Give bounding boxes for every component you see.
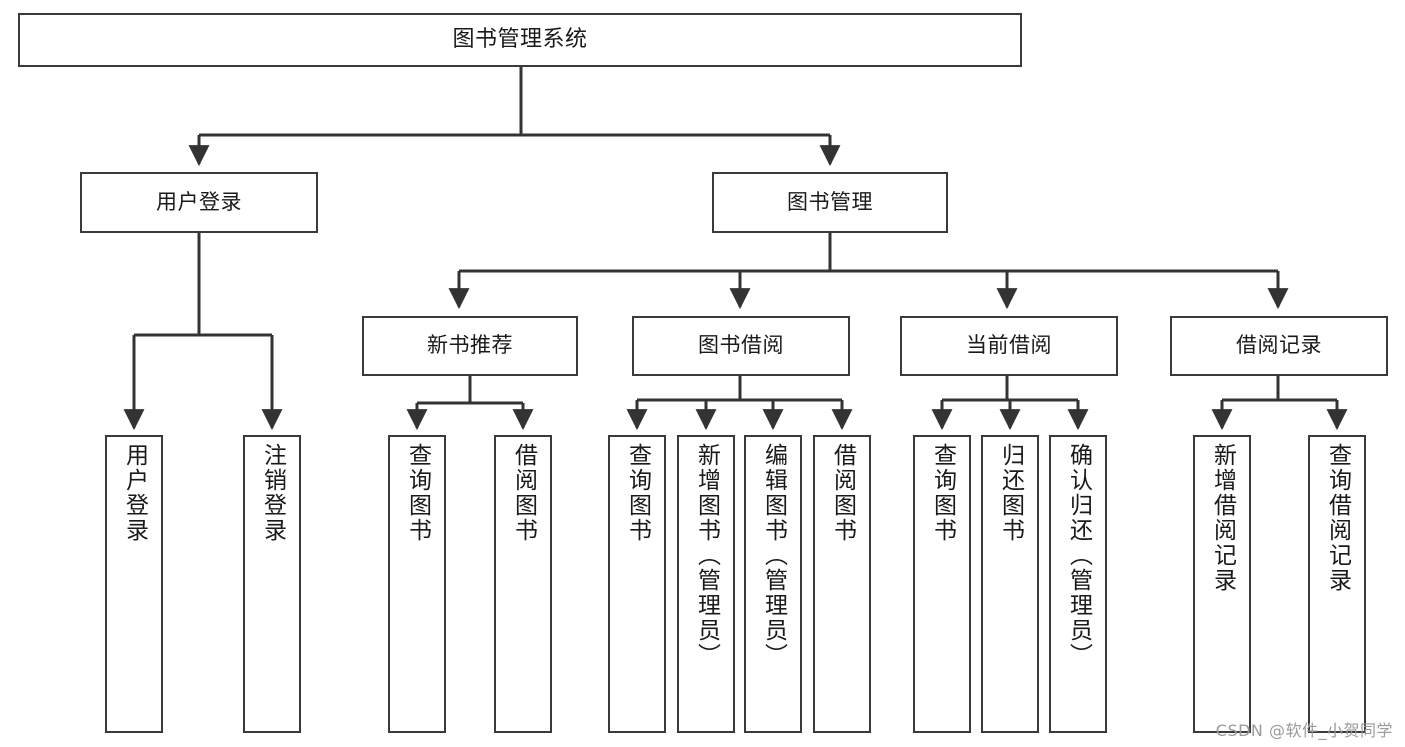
node-user-login-label: 用户登录 — [156, 189, 242, 214]
node-root-system[interactable]: 图书管理系统 — [18, 13, 1022, 67]
node-current-borrow-label: 当前借阅 — [966, 333, 1052, 358]
node-user-login[interactable]: 用户登录 — [80, 172, 318, 233]
node-leaf-add-borrow-record[interactable]: 新增借阅记录 — [1193, 435, 1251, 733]
node-leaf-user-login-label: 用户登录 — [121, 443, 148, 543]
node-leaf-edit-book[interactable]: 编辑图书（管理员） — [744, 435, 802, 733]
node-book-manage-label: 图书管理 — [787, 189, 873, 214]
node-leaf-add-book-label: 新增图书（管理员） — [693, 443, 720, 668]
node-leaf-return-book-label: 归还图书 — [997, 443, 1024, 543]
node-borrow-record[interactable]: 借阅记录 — [1170, 316, 1388, 376]
node-leaf-borrow-book-recommend-label: 借阅图书 — [510, 443, 537, 543]
node-leaf-query-borrow-record-label: 查询借阅记录 — [1324, 443, 1351, 593]
node-leaf-query-book-current[interactable]: 查询图书 — [913, 435, 971, 733]
node-leaf-query-book-recommend[interactable]: 查询图书 — [388, 435, 446, 733]
node-leaf-user-login[interactable]: 用户登录 — [105, 435, 163, 733]
node-leaf-query-book-borrow[interactable]: 查询图书 — [608, 435, 666, 733]
node-leaf-query-book-current-label: 查询图书 — [929, 443, 956, 543]
node-leaf-add-borrow-record-label: 新增借阅记录 — [1209, 443, 1236, 593]
node-book-borrow[interactable]: 图书借阅 — [632, 316, 850, 376]
node-leaf-query-borrow-record[interactable]: 查询借阅记录 — [1308, 435, 1366, 733]
node-leaf-borrow-book-recommend[interactable]: 借阅图书 — [494, 435, 552, 733]
node-leaf-query-book-borrow-label: 查询图书 — [624, 443, 651, 543]
node-new-book-recommend-label: 新书推荐 — [427, 333, 513, 358]
node-leaf-edit-book-label: 编辑图书（管理员） — [760, 443, 787, 668]
node-leaf-add-book[interactable]: 新增图书（管理员） — [677, 435, 735, 733]
node-borrow-record-label: 借阅记录 — [1236, 333, 1322, 358]
node-current-borrow[interactable]: 当前借阅 — [900, 316, 1118, 376]
node-book-manage[interactable]: 图书管理 — [712, 172, 948, 233]
node-leaf-borrow-book-label: 借阅图书 — [829, 443, 856, 543]
node-leaf-borrow-book[interactable]: 借阅图书 — [813, 435, 871, 733]
node-new-book-recommend[interactable]: 新书推荐 — [362, 316, 578, 376]
node-root-system-label: 图书管理系统 — [452, 26, 588, 52]
node-leaf-return-book[interactable]: 归还图书 — [981, 435, 1039, 733]
node-leaf-confirm-return[interactable]: 确认归还（管理员） — [1049, 435, 1107, 733]
node-leaf-logout[interactable]: 注销登录 — [243, 435, 301, 733]
node-leaf-logout-label: 注销登录 — [259, 443, 286, 543]
node-leaf-confirm-return-label: 确认归还（管理员） — [1065, 443, 1092, 668]
watermark-text: CSDN @软件_小贺同学 — [1215, 721, 1393, 740]
node-leaf-query-book-recommend-label: 查询图书 — [404, 443, 431, 543]
node-book-borrow-label: 图书借阅 — [698, 333, 784, 358]
